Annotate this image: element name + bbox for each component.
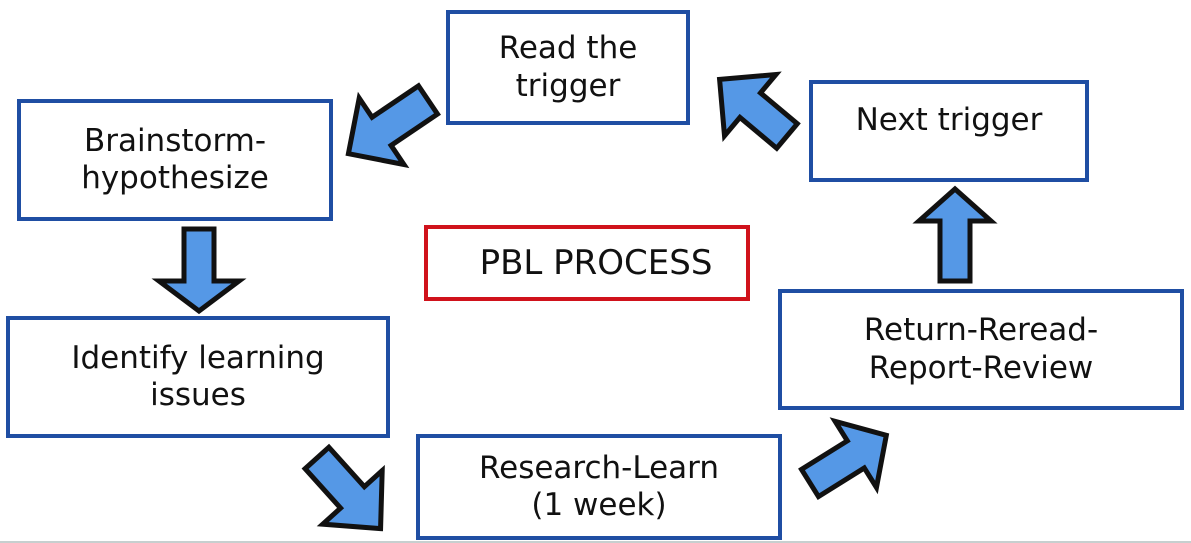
arrow-up-left-icon xyxy=(716,71,801,152)
diagram-title: PBL PROCESS xyxy=(424,225,750,301)
step-research-learn: Research-Learn (1 week) xyxy=(416,434,782,540)
step-label-line: Brainstorm- xyxy=(83,122,267,159)
arrow-down-right-icon xyxy=(301,443,385,532)
step-next-trigger: Next trigger xyxy=(809,80,1089,182)
step-return-review: Return-Reread- Report-Review xyxy=(778,289,1184,410)
step-label-line: Identify learning xyxy=(71,339,325,376)
diagram-title-text: PBL PROCESS xyxy=(479,243,713,283)
step-label-line: (1 week) xyxy=(531,487,667,523)
step-label-line: Report-Review xyxy=(868,349,1094,386)
step-label-line: Read the xyxy=(498,30,638,67)
step-label-line: Return-Reread- xyxy=(863,312,1099,349)
step-label-line: Next trigger xyxy=(855,102,1043,138)
arrow-up-icon xyxy=(912,185,998,284)
step-label-line: hypothesize xyxy=(81,160,269,196)
step-label-line: trigger xyxy=(515,67,621,104)
arrow-down-icon xyxy=(151,226,247,315)
step-read-trigger: Read the trigger xyxy=(446,10,690,125)
step-label-line: Research-Learn xyxy=(478,449,720,486)
step-identify-issues: Identify learning issues xyxy=(6,316,390,438)
bottom-border xyxy=(0,541,1191,543)
step-brainstorm: Brainstorm- hypothesize xyxy=(17,99,333,221)
arrow-up-right-icon xyxy=(798,417,890,501)
arrow-down-left-icon xyxy=(345,82,441,169)
step-label-line: issues xyxy=(150,377,246,413)
